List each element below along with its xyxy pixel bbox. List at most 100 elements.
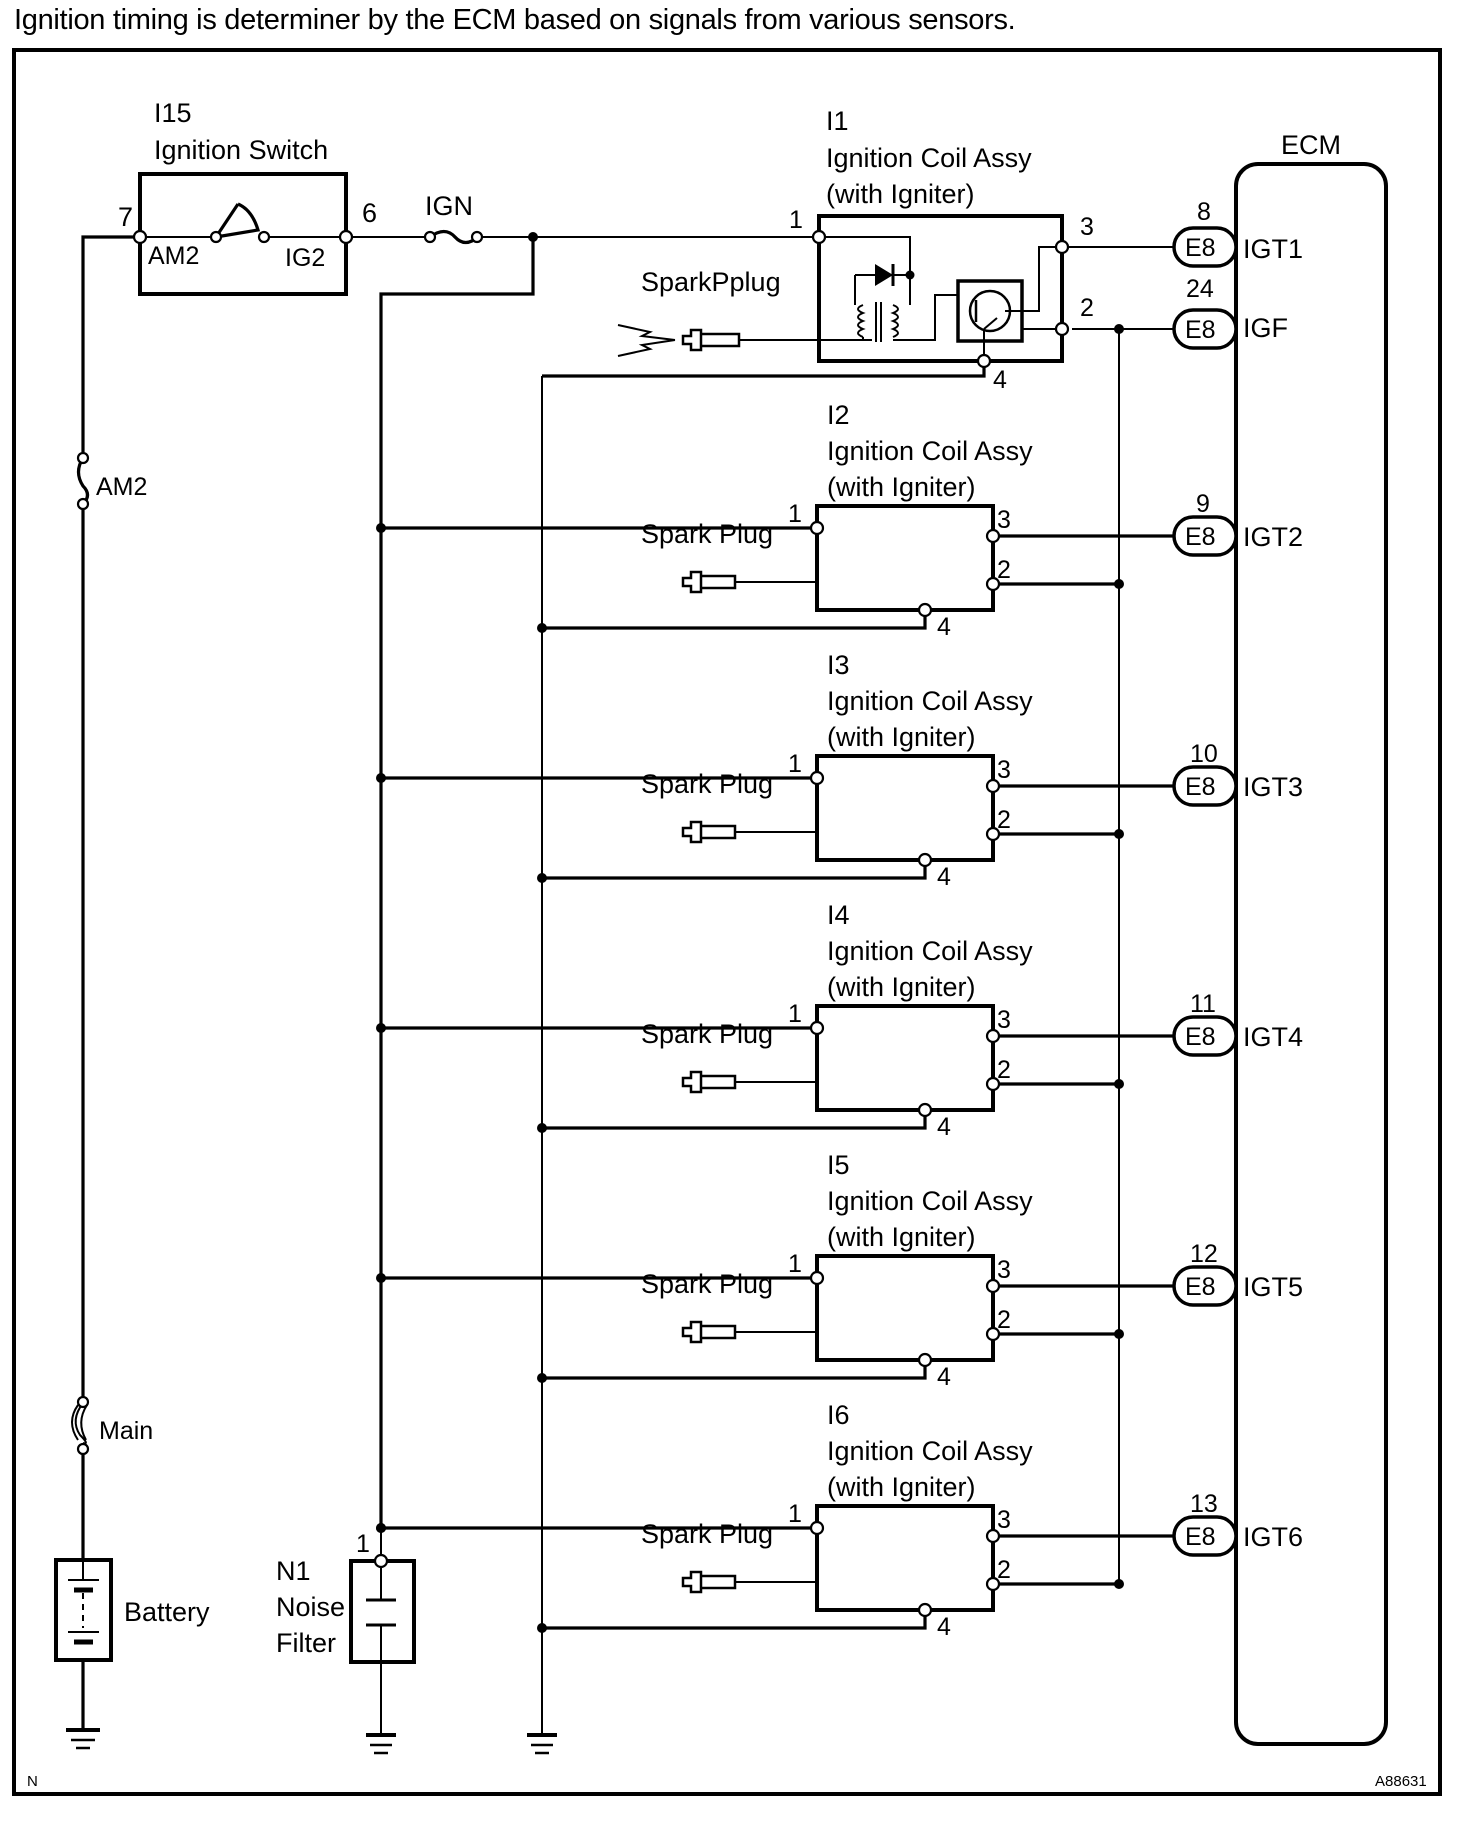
pin-6-terminal (338, 229, 354, 245)
fuse-am2-label: AM2 (96, 473, 147, 501)
diagram-caption: Ignition timing is determiner by the ECM… (14, 4, 1016, 36)
spark-plug-icon (681, 328, 741, 352)
pin-1-terminal (809, 1020, 825, 1036)
coil-signal: IGT3 (1243, 772, 1303, 802)
spark-plug-icon (681, 1320, 703, 1344)
coil-signal: IGT2 (1243, 522, 1303, 552)
pin-3-terminal (985, 778, 1001, 794)
capacitor-icon (366, 1561, 396, 1662)
junction-dot (537, 1623, 547, 1633)
fusible-link-main-icon (71, 1395, 90, 1456)
coil-pin-3: 3 (997, 1256, 1011, 1284)
battery-label: Battery (124, 1597, 210, 1627)
coil-pin-2: 2 (997, 806, 1011, 834)
coil-pin-3: 3 (997, 1506, 1011, 1534)
pin-2-terminal (985, 826, 1001, 842)
coil-pin-2: 2 (997, 1056, 1011, 1084)
noise-filter-id: N1 (276, 1556, 311, 1586)
noise-filter-pin-label: 1 (356, 1530, 370, 1558)
coil-signal: IGT6 (1243, 1522, 1303, 1552)
coil-signal: IGT5 (1243, 1272, 1303, 1302)
coil-ecm-pin: 13 (1190, 1490, 1218, 1518)
coil-id: I2 (827, 400, 850, 430)
wire-ground-return (542, 866, 927, 880)
junction-dot (1114, 324, 1124, 334)
coil-signal: IGT4 (1243, 1022, 1303, 1052)
junction-dot (537, 1123, 547, 1133)
coil-sub: (with Igniter) (826, 179, 975, 209)
coil-signal: IGT1 (1243, 234, 1303, 264)
terminal-am2: AM2 (148, 242, 199, 270)
coil-box (815, 1504, 995, 1612)
ground-icon (366, 1733, 396, 1755)
coil-name: Ignition Coil Assy (827, 1436, 1033, 1466)
coil-pin-2: 2 (1080, 294, 1094, 322)
junction-dot (1114, 1579, 1124, 1589)
battery-icon (68, 1560, 99, 1645)
spark-plug-icon (701, 1574, 737, 1590)
spark-plug-label: Spark Plug (641, 519, 773, 549)
spark-plug-icon (701, 574, 737, 590)
coil-box (817, 214, 1064, 363)
coil-pin-3: 3 (997, 756, 1011, 784)
noise-filter-box (349, 1559, 416, 1664)
terminal-ig2: IG2 (285, 244, 325, 272)
wire-ground-return (542, 1366, 927, 1380)
pin-3-terminal (1054, 239, 1070, 255)
wire-battery-feed (81, 235, 134, 452)
noise-filter-line1: Noise (276, 1592, 345, 1622)
ecm-connector-igt2: E8 (1172, 515, 1238, 557)
fuse-ign-icon (423, 229, 484, 245)
transistor-icon (956, 246, 1062, 361)
junction-dot (537, 623, 547, 633)
pin-4-terminal (917, 602, 933, 618)
coil-ecm-pin: 11 (1190, 990, 1216, 1018)
figure-id: A88631 (1375, 1773, 1427, 1790)
connector-label: E8 (1185, 523, 1216, 551)
coil-pin-4: 4 (937, 1113, 951, 1141)
coil-name: Ignition Coil Assy (827, 686, 1033, 716)
coil-pin-4: 4 (937, 1613, 951, 1641)
pin-2-terminal (985, 1326, 1001, 1342)
pin-3-terminal (985, 528, 1001, 544)
pin-2-terminal (985, 1576, 1001, 1592)
ecm-connector-igt5: E8 (1172, 1265, 1238, 1307)
connector-label: E8 (1185, 773, 1216, 801)
coil-name: Ignition Coil Assy (826, 143, 1032, 173)
coil-ecm-pin: 9 (1196, 490, 1210, 518)
coil-box (815, 504, 995, 612)
noise-filter-terminal (373, 1553, 389, 1569)
coil-box (815, 1254, 995, 1362)
coil-pin-4: 4 (993, 366, 1007, 394)
connector-label: E8 (1185, 1023, 1216, 1051)
igf-signal: IGF (1243, 313, 1288, 343)
coil-pin-2: 2 (997, 1556, 1011, 1584)
coil-name: Ignition Coil Assy (827, 936, 1033, 966)
spark-plug-icon (681, 820, 703, 844)
fuse-am2-icon (76, 451, 90, 511)
pin-3-terminal (985, 1528, 1001, 1544)
pin-1-terminal (809, 770, 825, 786)
junction-dot (537, 1373, 547, 1383)
spark-plug-icon (701, 1324, 737, 1340)
igf-ecm-pin: 24 (1186, 275, 1214, 303)
ground-icon (66, 1728, 100, 1750)
coil-id: I3 (827, 650, 850, 680)
pin-2-terminal (985, 576, 1001, 592)
coil-ecm-pin: 8 (1197, 198, 1211, 226)
coil-box (815, 1004, 995, 1112)
pin-3-terminal (985, 1028, 1001, 1044)
coil-pin-1: 1 (788, 1250, 802, 1278)
spark-plug-label: SparkPplug (641, 267, 781, 297)
junction-dot (1114, 579, 1124, 589)
coil-pin-3: 3 (1080, 213, 1094, 241)
switch-contact-icon (140, 202, 346, 244)
fusible-link-main-label: Main (99, 1417, 153, 1445)
spark-plug-icon (681, 1570, 703, 1594)
wire-bus-drop (379, 237, 535, 1530)
